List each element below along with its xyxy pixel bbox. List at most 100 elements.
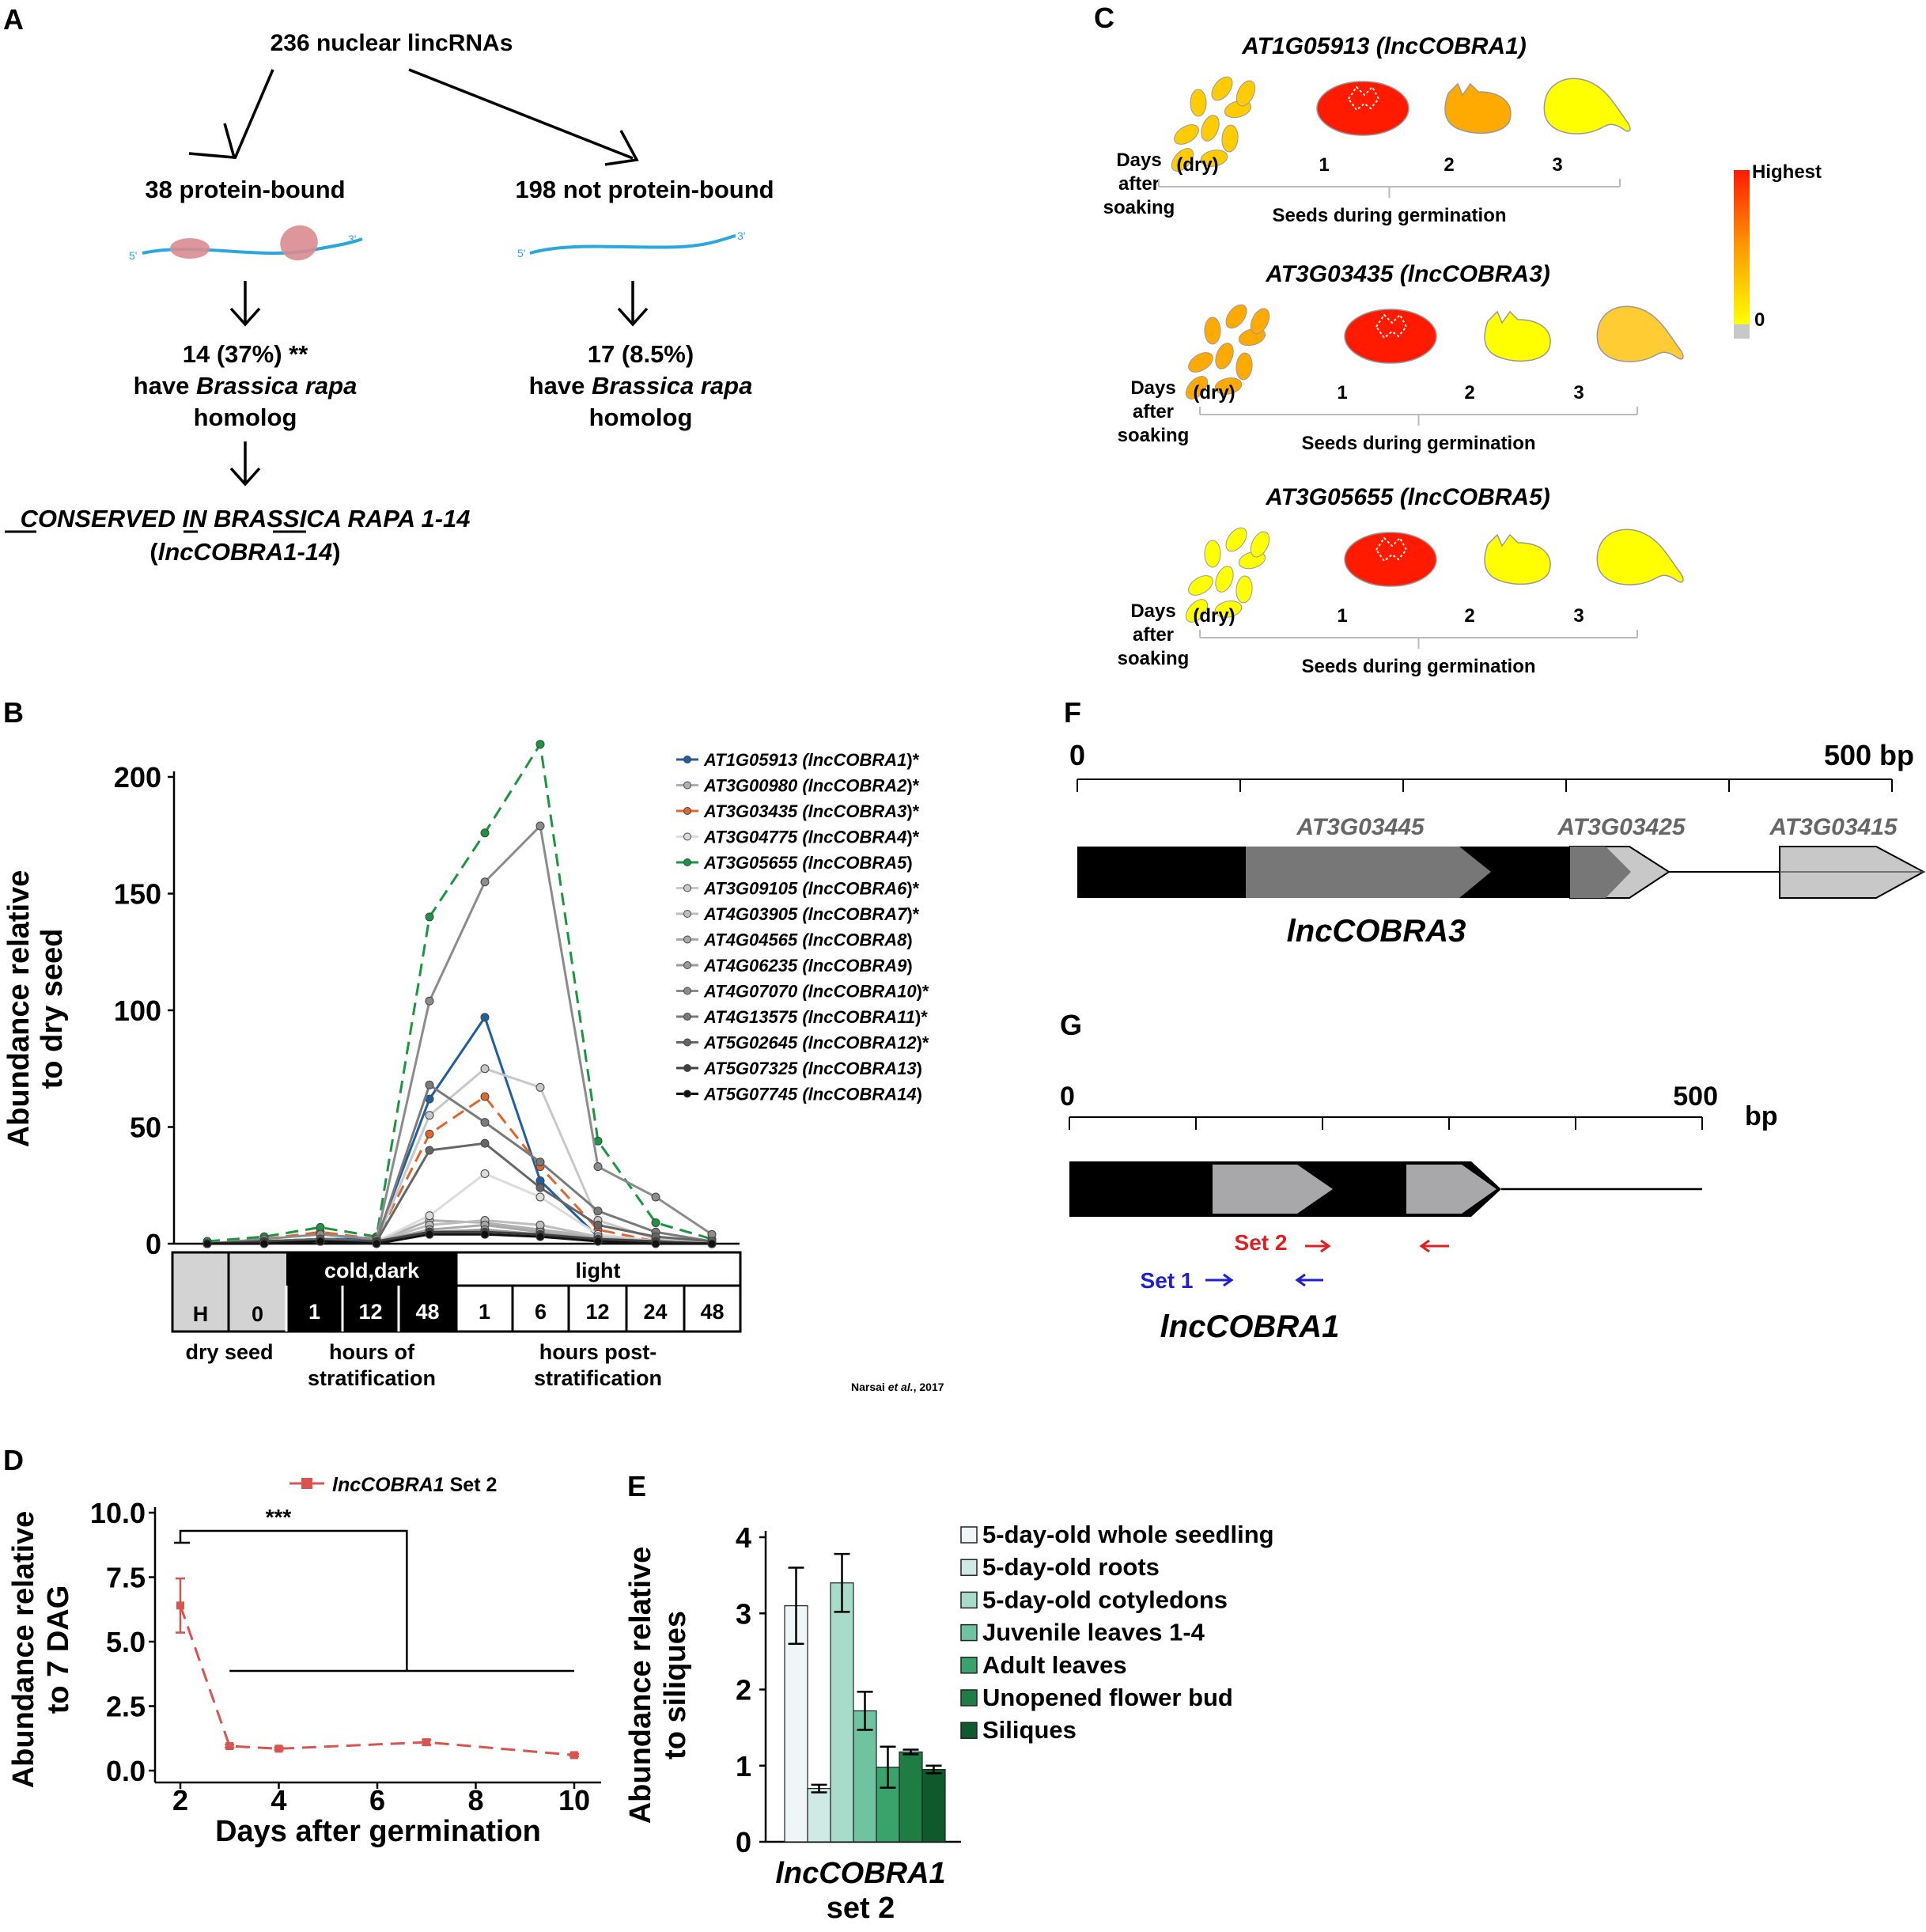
c-dry-seed-icon xyxy=(1215,566,1234,593)
b-data-point xyxy=(425,996,434,1006)
b-data-point xyxy=(425,1129,434,1138)
bound-homolog-text: 14 (37%) ** have Brassica rapa homolog xyxy=(133,340,358,431)
c-scale-zero: 0 xyxy=(1754,309,1765,331)
d-y-tick-label: 0.0 xyxy=(106,1755,146,1787)
d-x-tick-label: 4 xyxy=(271,1784,286,1816)
b-y-tick-label: 150 xyxy=(114,878,161,911)
b-legend-marker xyxy=(683,1038,691,1047)
e-legend-entry: Adult leaves xyxy=(982,1651,1127,1679)
f-label-at3g03415: AT3G03415 xyxy=(1769,814,1898,840)
b-data-point xyxy=(651,1192,660,1202)
c-seed-day3-icon xyxy=(1543,78,1631,134)
b-legend-entry: AT5G07745 (lncCOBRA14) xyxy=(703,1085,922,1104)
c-dry-seed-icon xyxy=(1190,89,1207,117)
c-dry-seed-icon xyxy=(1185,376,1209,400)
c-stage-label: 3 xyxy=(1552,154,1562,176)
c-dry-seed-icon xyxy=(1185,599,1209,623)
b-data-point xyxy=(535,740,545,749)
c-stage-label: (dry) xyxy=(1176,154,1218,176)
b-data-point xyxy=(372,1239,381,1248)
b-light-label: light xyxy=(576,1259,621,1282)
down-arrow-icon xyxy=(229,281,649,487)
e-y-tick-label: 2 xyxy=(736,1674,751,1707)
d-x-tick-label: 2 xyxy=(172,1784,188,1816)
rna-strand-free-icon xyxy=(529,234,736,255)
b-y-tick-label: 100 xyxy=(114,994,161,1027)
b-legend-entry: AT4G04565 (lncCOBRA8) xyxy=(703,930,913,950)
c-scale-high: Highest xyxy=(1752,161,1822,183)
c-dry-seed-icon xyxy=(1204,316,1221,345)
e-y-tick-label: 1 xyxy=(736,1750,751,1782)
b-legend-marker xyxy=(683,858,691,866)
e-legend-swatch xyxy=(960,1559,978,1576)
acronym-underlines xyxy=(5,530,306,533)
c-gene-title: AT1G05913 (lncCOBRA1) xyxy=(1241,33,1527,59)
e-legend-swatch xyxy=(960,1657,978,1674)
e-y-tick-label: 4 xyxy=(736,1521,751,1554)
g-scale-end: 500 xyxy=(1673,1082,1718,1112)
b-series-line xyxy=(206,1014,713,1245)
b-legend-entry: AT3G09105 (lncCOBRA6)* xyxy=(703,879,920,899)
c-dry-seed-icon xyxy=(1250,531,1270,558)
b-data-point xyxy=(425,912,434,922)
d-sig-label: *** xyxy=(266,1505,292,1529)
e-legend-entry: Unopened flower bud xyxy=(982,1684,1233,1711)
b-data-point xyxy=(259,1239,269,1248)
b-data-point xyxy=(535,1183,545,1192)
c-no-data-swatch xyxy=(1734,324,1750,339)
d-y-tick-label: 2.5 xyxy=(106,1691,146,1723)
c-dry-seed-icon xyxy=(1235,575,1253,604)
b-legend-entry: AT1G05913 (lncCOBRA1)* xyxy=(703,750,920,770)
b-timeline-label: 0 xyxy=(252,1302,263,1326)
b-data-point xyxy=(593,1237,603,1246)
b-legend-entry: AT4G07070 (lncCOBRA10)* xyxy=(703,982,929,1002)
b-data-point xyxy=(425,1211,434,1221)
d-data-point xyxy=(570,1751,578,1760)
b-timeline-label: 12 xyxy=(358,1300,382,1324)
c-seed-day2-icon xyxy=(1484,310,1551,362)
b-legend-marker xyxy=(683,1013,691,1021)
e-legend-swatch xyxy=(960,1526,978,1544)
c-dry-seed-icon xyxy=(1201,115,1220,142)
b-data-point xyxy=(425,1080,434,1089)
g-exon-1 xyxy=(1213,1165,1333,1214)
c-dry-seed-icon xyxy=(1221,124,1239,153)
f-gene-at3g03445 xyxy=(1246,847,1491,898)
e-legend-swatch xyxy=(960,1591,978,1609)
c-dry-seed-icon xyxy=(1214,377,1243,395)
panel-letter-g: G xyxy=(1060,1009,1083,1041)
c-stage-label: 3 xyxy=(1573,382,1584,403)
free-homolog-text: 17 (8.5%) have Brassica rapa homolog xyxy=(528,340,753,431)
b-legend-marker xyxy=(683,756,691,763)
d-x-tick-label: 8 xyxy=(467,1784,483,1816)
c-dry-seed-icon xyxy=(1174,124,1199,145)
f-name-label: lncCOBRA3 xyxy=(1287,914,1466,949)
svg-text:3': 3' xyxy=(737,229,745,242)
b-data-point xyxy=(480,877,490,887)
arrow-right-icon xyxy=(408,68,634,160)
b-series-line xyxy=(206,823,713,1245)
b-legend-entry: AT3G00980 (lncCOBRA2)* xyxy=(703,776,920,796)
protein-blob-icon xyxy=(280,225,318,261)
b-timeline-label: 24 xyxy=(643,1300,667,1324)
c-seed-day2-icon xyxy=(1444,82,1512,134)
b-data-point xyxy=(480,1138,490,1148)
b-legend-entry: AT4G03905 (lncCOBRA7)* xyxy=(703,904,920,924)
b-legend-marker xyxy=(683,884,691,892)
c-dry-seed-icon xyxy=(1214,600,1243,618)
c-seed-day1-icon xyxy=(1316,81,1409,136)
c-dry-seed-icon xyxy=(1188,352,1213,373)
f-scale-end: 500 bp xyxy=(1824,739,1914,771)
panel-letter-d: D xyxy=(3,1444,24,1476)
protein-blob-icon xyxy=(170,238,210,259)
d-y-tick-label: 10.0 xyxy=(90,1497,146,1529)
panel-letter-b: B xyxy=(3,696,24,729)
b-timeline-label: 48 xyxy=(700,1300,724,1324)
b-legend-entry: AT4G13575 (lncCOBRA11)* xyxy=(703,1007,928,1027)
e-legend-swatch xyxy=(960,1689,978,1707)
f-label-at3g03445: AT3G03445 xyxy=(1296,814,1425,840)
